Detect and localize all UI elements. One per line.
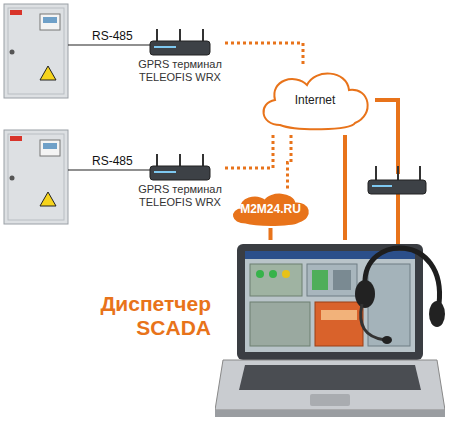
status-lamp	[256, 270, 264, 278]
controller-panel	[40, 14, 60, 30]
warning-sign	[40, 192, 56, 206]
touchpad	[310, 394, 350, 406]
router-body	[150, 41, 210, 55]
cloud-outline	[264, 74, 368, 130]
gprs-link	[225, 43, 303, 65]
device-label: GPRS терминал TELEOFIS WRX	[135, 183, 225, 209]
interface-label: RS-485	[92, 154, 133, 168]
cloud-outline	[234, 195, 308, 225]
router-body	[150, 166, 210, 180]
router-leds	[372, 185, 392, 187]
scada-panel	[315, 302, 363, 346]
router-leds	[154, 171, 176, 173]
electrical-cabinet	[4, 4, 68, 98]
gprs-link	[225, 135, 273, 168]
keyboard	[239, 365, 421, 390]
cabinet-door	[8, 134, 64, 220]
headset-band	[365, 248, 440, 304]
laptop-edge	[215, 410, 445, 417]
controller-display	[43, 143, 57, 149]
status-lamp	[282, 270, 290, 278]
network-line	[375, 100, 398, 174]
status-lamp	[269, 270, 277, 278]
router-body	[368, 180, 426, 194]
cabinet-body	[4, 130, 68, 224]
gprs-link	[288, 135, 292, 190]
headset-mic-boom	[361, 304, 385, 340]
scada-panel	[307, 264, 357, 296]
gprs-terminal: GPRS терминал TELEOFIS WRX	[135, 153, 225, 215]
interface-label: RS-485	[92, 29, 133, 43]
door-lock	[10, 50, 15, 55]
network-line	[268, 228, 272, 240]
network-cloud: M2M24.RU	[228, 190, 313, 228]
warning-sign	[40, 66, 56, 80]
network-line	[396, 194, 400, 246]
dispatcher-laptop: Диспетчер SCADA	[215, 240, 445, 424]
network-line	[343, 135, 347, 240]
rs485-wire	[68, 169, 150, 170]
dispatcher-title: Диспетчер SCADA	[89, 292, 211, 340]
controller-panel	[40, 140, 60, 156]
device-label: GPRS терминал TELEOFIS WRX	[135, 58, 225, 84]
laptop-screen	[245, 251, 415, 352]
laptop-lid	[237, 244, 423, 360]
router-leds	[154, 46, 176, 48]
scada-gauge	[321, 310, 357, 320]
laptop-symbol	[215, 240, 445, 424]
cabinet-badge	[10, 10, 22, 15]
headset-earcup	[429, 301, 445, 327]
router-symbol	[135, 28, 225, 56]
cloud-label: Internet	[295, 93, 336, 107]
network-cloud: Internet	[255, 65, 375, 135]
router-symbol	[135, 153, 225, 181]
laptop-base	[215, 360, 445, 410]
scada-gauge	[312, 270, 328, 290]
cloud-label: M2M24.RU	[240, 202, 301, 216]
electrical-cabinet	[4, 130, 68, 224]
scada-panel	[250, 264, 302, 296]
headset-mic	[382, 336, 392, 344]
window-bar	[245, 251, 415, 259]
cabinet-body	[4, 4, 68, 98]
cloud-text-box: M2M24.RU	[228, 190, 313, 228]
cloud-text-box: Internet	[255, 65, 375, 135]
headset-earcup	[355, 280, 375, 308]
controller-display	[43, 17, 57, 23]
door-lock	[10, 176, 15, 181]
scada-panel	[368, 264, 410, 346]
cabinet-badge	[10, 136, 22, 141]
scada-gauge	[333, 270, 351, 290]
router-symbol	[368, 166, 426, 194]
scada-panel	[250, 302, 310, 346]
gprs-terminal: GPRS терминал TELEOFIS WRX	[135, 28, 225, 90]
cabinet-door	[8, 8, 64, 94]
rs485-wire	[68, 44, 150, 45]
